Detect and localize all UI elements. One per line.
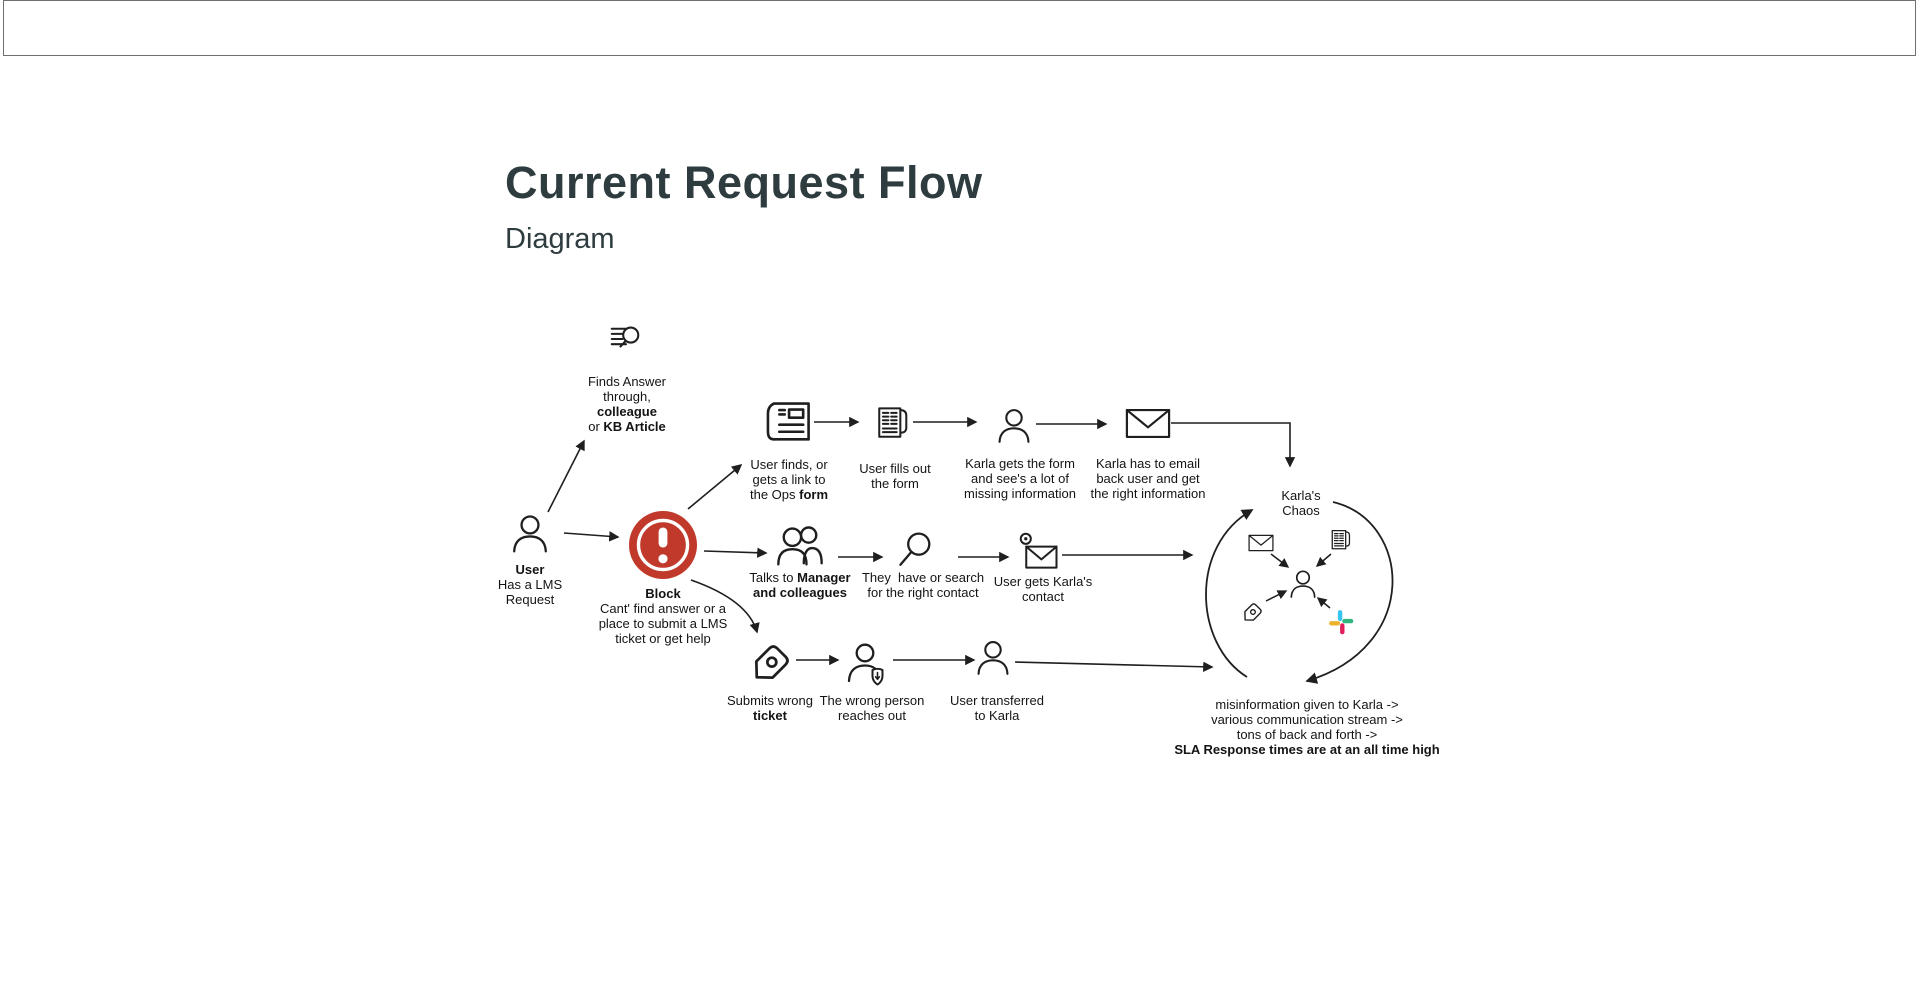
arrow-user-to-answer bbox=[547, 439, 585, 513]
email-envelope-icon bbox=[1125, 408, 1171, 439]
search-results-icon bbox=[610, 326, 640, 348]
chaos-karla-person-icon bbox=[1290, 570, 1316, 598]
flow-arrows bbox=[547, 416, 1394, 684]
arrow-chaos-ticket-in bbox=[1265, 590, 1288, 602]
chaos-cycle-arc-left bbox=[1205, 509, 1254, 678]
arrow-envelope-to-chaos bbox=[1171, 422, 1296, 468]
page-title: Current Request Flow bbox=[505, 157, 983, 208]
arrow-block-to-people bbox=[703, 547, 768, 558]
label-chaos-outcome: misinformation given to Karla ->various … bbox=[1174, 697, 1440, 757]
arrow-user-to-block bbox=[563, 531, 620, 542]
window-top-edge bbox=[3, 0, 1916, 56]
chaos-form-icon bbox=[1331, 530, 1351, 550]
user-person-icon bbox=[513, 515, 547, 553]
chaos-ticket-tag-icon bbox=[1240, 602, 1263, 625]
transferred-person-icon bbox=[977, 641, 1009, 675]
arrow-chaos-mail-in bbox=[1270, 553, 1290, 568]
wrong-ticket-tag-icon bbox=[747, 643, 791, 687]
chaos-cycle-arc-right bbox=[1305, 501, 1394, 684]
chaos-envelope-icon bbox=[1248, 534, 1274, 552]
wrong-person-shield-icon bbox=[847, 643, 884, 686]
page-subtitle: Diagram bbox=[505, 223, 615, 255]
arrow-block-to-ticket bbox=[690, 579, 760, 634]
fill-form-page-icon bbox=[878, 407, 908, 438]
arrow-chaos-form-in bbox=[1315, 553, 1332, 567]
arrow-block-to-form bbox=[687, 464, 743, 510]
contact-email-at-icon bbox=[1019, 532, 1058, 569]
block-alert-icon bbox=[629, 511, 697, 579]
karla-person-icon bbox=[998, 409, 1030, 443]
arrow-chaos-slack-in bbox=[1316, 597, 1331, 609]
search-magnifier-icon bbox=[899, 532, 931, 566]
arrow-transfer-to-chaos bbox=[1014, 661, 1214, 672]
ops-form-document-icon bbox=[766, 402, 810, 441]
slack-icon bbox=[1329, 610, 1354, 635]
manager-colleagues-icon bbox=[777, 526, 823, 566]
